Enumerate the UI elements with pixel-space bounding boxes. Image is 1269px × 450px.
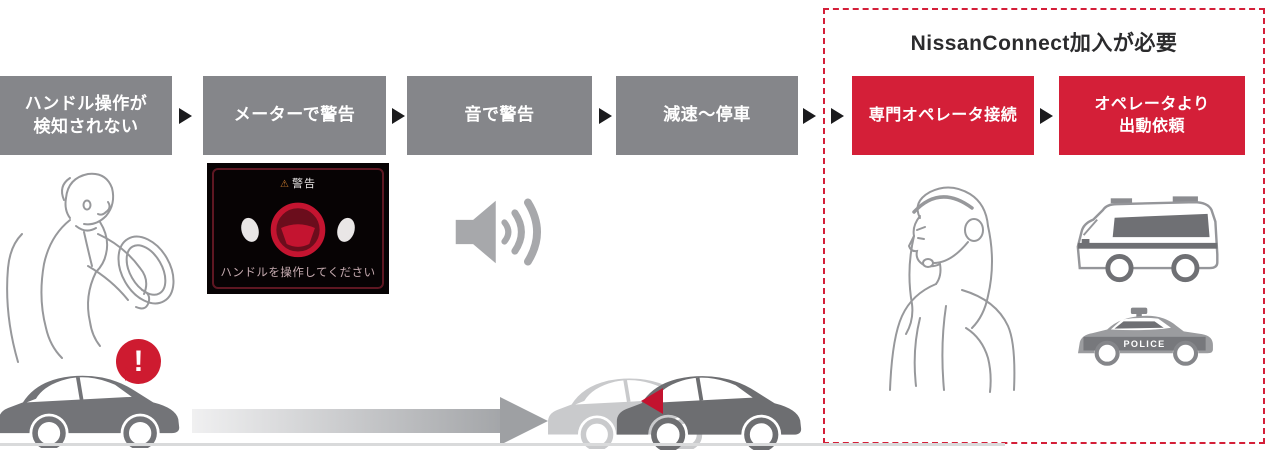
step-steering-not-detected: ハンドル操作が 検知されない (0, 76, 172, 155)
flow-arrow-icon (1040, 108, 1053, 124)
police-car-illustration: POLICE (1077, 307, 1213, 366)
step-label-line1: メーターで警告 (233, 105, 356, 125)
police-label: POLICE (1123, 339, 1165, 349)
step-label-line2: 検知されない (33, 116, 139, 136)
nissanconnect-dashed-frame (823, 8, 1265, 444)
incapacitated-driver-illustration (6, 172, 175, 363)
step-sound-warning: 音で警告 (407, 76, 592, 155)
operator-headset-illustration (889, 186, 1016, 393)
step-label-line1: ハンドル操作が (24, 94, 148, 114)
step-label-line1: オペレータより (1094, 96, 1210, 114)
exclamation-bubble-icon: ! (116, 339, 161, 384)
step-label-line2: 出動依頼 (1118, 117, 1185, 135)
flow-arrow-icon (599, 108, 612, 124)
exclamation-mark: ! (133, 344, 144, 378)
step-label-line1: 専門オペレータ接続 (868, 106, 1018, 124)
meter-warning-display: ⚠警告 ハンドルを操作してください (207, 163, 389, 294)
warning-triangle-icon: ⚠ (280, 179, 290, 190)
flow-arrow-icon (392, 108, 405, 124)
step-label-line1: 減速〜停車 (663, 105, 751, 125)
meter-message: ハンドルを操作してください (220, 267, 376, 279)
driving-car-silhouette (0, 375, 180, 448)
step-meter-warning: メーターで警告 (203, 76, 386, 155)
meter-display-frame: ⚠警告 ハンドルを操作してください (212, 168, 384, 289)
hazard-flash-icon (641, 388, 663, 414)
flow-arrow-icon (803, 108, 816, 124)
speaker-sound-icon (455, 198, 541, 266)
steering-wheel-hands-icon (241, 202, 355, 257)
step-decelerate-stop: 減速〜停車 (616, 76, 798, 155)
nissanconnect-title: NissanConnect加入が必要 (910, 32, 1178, 55)
meter-warning-row: ⚠警告 (280, 175, 316, 191)
step-dispatch-request: オペレータより 出動依頼 (1059, 76, 1245, 155)
flow-arrow-icon (831, 108, 844, 124)
rescue-van-illustration (1076, 196, 1219, 283)
deceleration-arrow-head (500, 397, 548, 445)
road-line (0, 443, 1005, 446)
deceleration-arrow-body (192, 409, 500, 433)
meter-warning-label: 警告 (291, 178, 316, 190)
step-label-line1: 音で警告 (464, 105, 535, 125)
step-operator-connect: 専門オペレータ接続 (852, 76, 1034, 155)
flow-arrow-icon (179, 108, 192, 124)
